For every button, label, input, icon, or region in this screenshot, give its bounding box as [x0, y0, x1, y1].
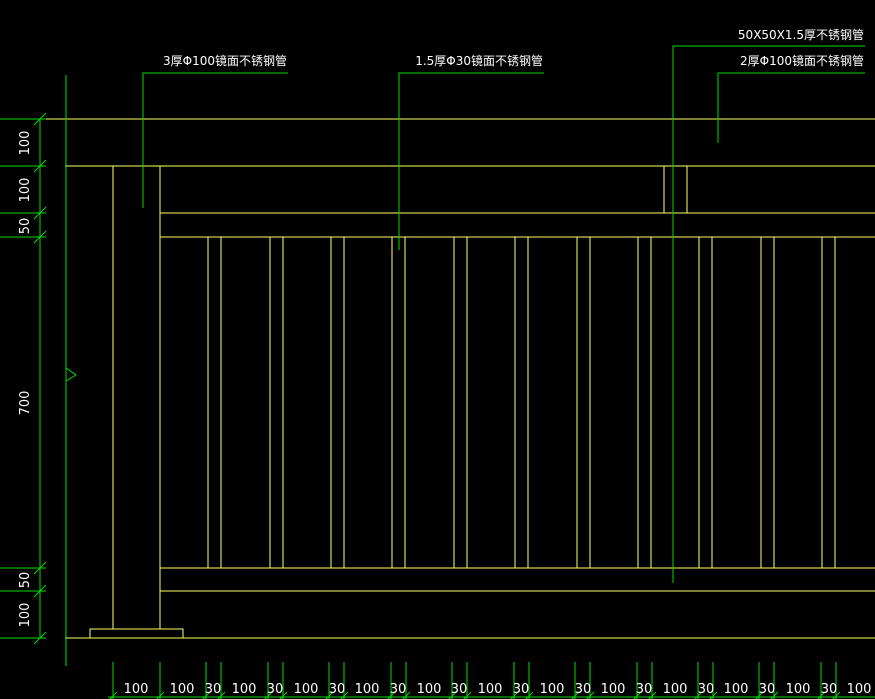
- hdim-text-4: 30: [267, 682, 284, 697]
- hdim-text-14: 30: [575, 682, 592, 697]
- leader-handrail: [717, 72, 865, 143]
- horizontal-dim-texts: 100 100 30 100 30 100 30 100 30 100 30 1…: [124, 682, 872, 697]
- balusters: [207, 237, 836, 568]
- vdim-text-5: 100: [18, 603, 33, 628]
- hdim-text-13: 100: [540, 682, 565, 697]
- post-base-plate: [89, 628, 184, 639]
- label-square-tube: 50X50X1.5厚不锈钢管: [738, 27, 864, 42]
- vdim-text-0: 100: [18, 131, 33, 156]
- break-symbol: [65, 362, 77, 385]
- hdim-text-0: 100: [124, 682, 149, 697]
- hdim-text-8: 30: [390, 682, 407, 697]
- vertical-dim-ticks: [0, 112, 47, 645]
- hdim-text-6: 30: [329, 682, 346, 697]
- hdim-text-5: 100: [294, 682, 319, 697]
- hdim-text-22: 30: [821, 682, 838, 697]
- label-handrail: 2厚Φ100镜面不锈钢管: [740, 53, 864, 68]
- hdim-text-2: 30: [205, 682, 222, 697]
- dimensions: [39, 75, 875, 698]
- label-baluster: 1.5厚Φ30镜面不锈钢管: [415, 53, 543, 68]
- hdim-text-18: 30: [698, 682, 715, 697]
- hdim-text-10: 30: [451, 682, 468, 697]
- hdim-text-20: 30: [759, 682, 776, 697]
- vdim-text-3: 700: [18, 391, 33, 416]
- label-post: 3厚Φ100镜面不锈钢管: [163, 53, 287, 68]
- hdim-text-17: 100: [663, 682, 688, 697]
- hdim-text-7: 100: [355, 682, 380, 697]
- vdim-text-4: 50: [18, 572, 33, 589]
- leader-baluster: [398, 72, 544, 250]
- leaders: [142, 45, 865, 583]
- hdim-text-9: 100: [417, 682, 442, 697]
- hdim-text-3: 100: [232, 682, 257, 697]
- hdim-text-1: 100: [170, 682, 195, 697]
- hdim-text-23: 100: [847, 682, 872, 697]
- hdim-text-16: 30: [636, 682, 653, 697]
- hdim-text-19: 100: [724, 682, 749, 697]
- hdim-text-12: 30: [513, 682, 530, 697]
- leader-square: [672, 45, 865, 583]
- leader-post: [142, 72, 288, 208]
- hdim-text-15: 100: [601, 682, 626, 697]
- railing-structure: [0, 118, 875, 639]
- hdim-text-21: 100: [786, 682, 811, 697]
- vdim-text-1: 100: [18, 178, 33, 203]
- hdim-text-11: 100: [478, 682, 503, 697]
- vdim-text-2: 50: [18, 218, 33, 235]
